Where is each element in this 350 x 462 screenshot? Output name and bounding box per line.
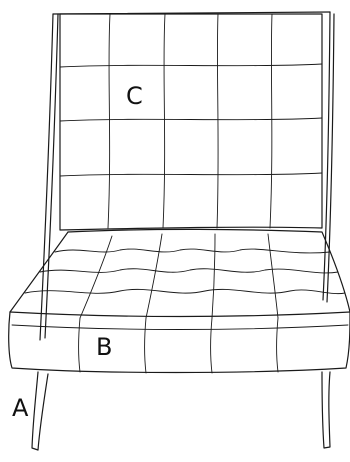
label-c-backrest: C <box>126 82 143 110</box>
label-a-leg: A <box>12 394 29 422</box>
backrest-cushion <box>60 14 322 230</box>
seat-cushion <box>9 229 350 373</box>
chair-legs <box>32 372 330 450</box>
label-b-seat: B <box>96 333 112 361</box>
